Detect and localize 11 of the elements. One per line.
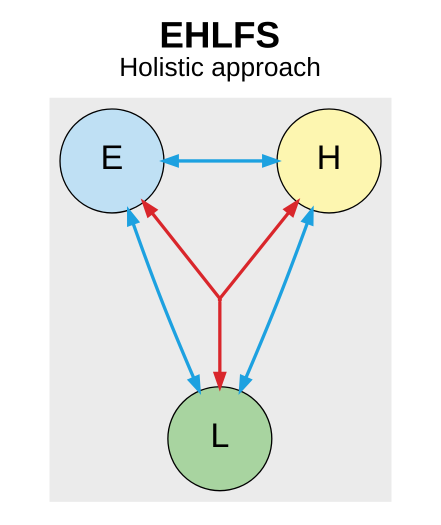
cluster xyxy=(49,97,392,502)
node-point xyxy=(218,297,222,302)
arrow xyxy=(218,198,300,299)
arrow xyxy=(140,198,221,299)
arrow xyxy=(212,301,227,392)
arrow xyxy=(127,206,202,394)
node-circle: H xyxy=(276,108,382,214)
arrow xyxy=(238,204,314,394)
node-circle: E xyxy=(59,108,165,214)
node-circle: L xyxy=(167,386,272,491)
arrow xyxy=(159,154,282,168)
